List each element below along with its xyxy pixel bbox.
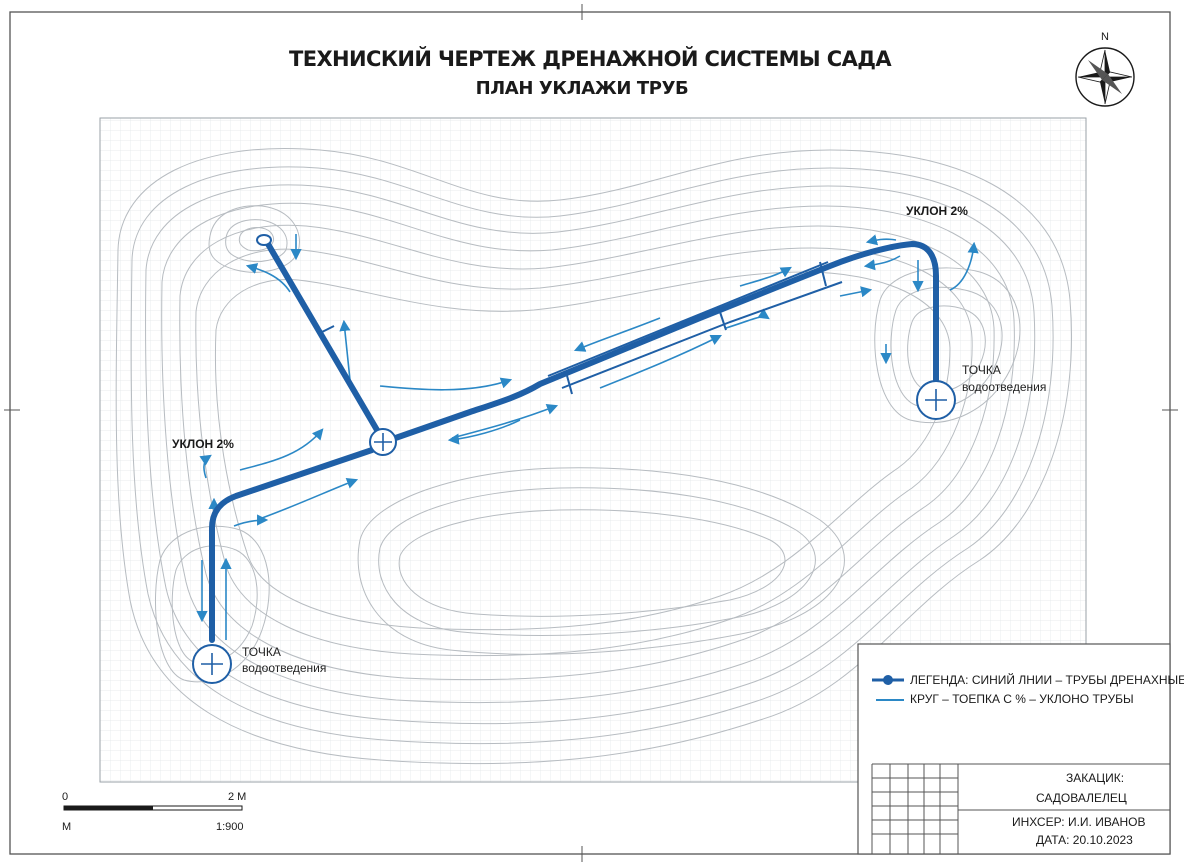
flow-arrows [196,234,979,640]
legend-box [857,643,1171,855]
legend-pipe-swatch [872,675,904,685]
frame-center-marks [4,4,1178,862]
pipe-main [209,241,939,643]
scale-bar [63,805,243,811]
title-block [871,763,1170,854]
pipe-end-icon [256,234,272,246]
legend-line-1: ЛЕГЕНДА: СИНИЙ ЛНИИ – ТРУБЫ ДРЕНАХНЫЕ [910,672,1184,687]
outlet-right-label-2: водоотведения [962,380,1046,394]
outlet-left-label-2: водоотведения [242,661,326,675]
drainage-pipes [209,234,939,643]
legend-line-2: КРУГ – ТОЕПКА С % – УКЛОНО ТРУБЫ [910,692,1134,706]
outlet-right-icon [916,380,956,420]
compass-rose-icon [1075,47,1135,107]
client-label: ЗАКАЦИК: [1066,771,1124,785]
drawing-subtitle: ПЛАН УКЛАЖИ ТРУБ [476,78,689,99]
pipe-branch [265,241,387,445]
client-value: САДОВАЛЕЛЕЦ [1036,791,1127,805]
slope-label-right: УКЛОН 2% [906,204,968,218]
outlet-right-label-1: ТОЧКА [962,363,1001,377]
drawing-title: ТЕХНИСКИЙ ЧЕРТЕЖ ДРЕНАЖНОЙ СИСТЕМЫ САДА [289,46,892,71]
engineer-name: ИНХСЕР: И.И. ИВАНОВ [1012,815,1145,829]
drawing-date: ДАТА: 20.10.2023 [1036,833,1133,847]
slope-label-left: УКЛОН 2% [172,437,234,451]
outlet-left-label-1: ТОЧКА [242,645,281,659]
outlet-left-icon [192,644,232,684]
scale-unit-label: М [62,821,71,833]
scale-ratio-label: 1:900 [216,821,244,833]
scale-end-label: 2 М [228,791,246,803]
scale-start-label: 0 [62,791,68,803]
compass-north-label: N [1101,31,1109,43]
junction-well-icon [369,428,397,456]
outer-frame [9,11,1171,855]
